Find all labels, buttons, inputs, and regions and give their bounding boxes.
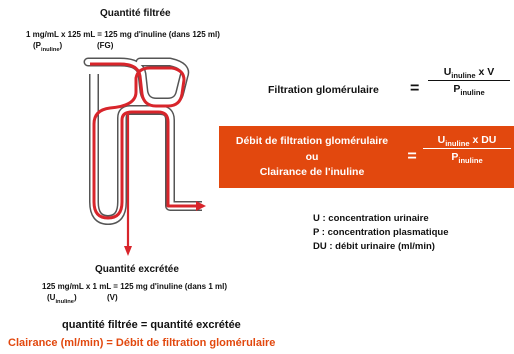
- p-inuline-label: (Pinuline): [33, 41, 63, 53]
- formula1-equals: =: [410, 80, 420, 97]
- nephron-diagram: [83, 57, 206, 256]
- formula2-equals: =: [405, 126, 419, 188]
- excreted-quantity-title: Quantité excrétée: [95, 264, 179, 275]
- u-inuline-label: (Uinuline): [47, 293, 77, 305]
- formula1-fraction: Uinuline x V Pinuline: [428, 66, 510, 97]
- formula2-denominator: Pinuline: [451, 151, 483, 165]
- summary-line2: Clairance (ml/min) = Débit de filtration…: [8, 337, 276, 349]
- formula2-numerator: Uinuline x DU: [423, 134, 511, 149]
- formula2-fraction-box: Uinuline x DU Pinuline: [419, 126, 514, 188]
- gfr-definition-box: Débit de filtration glomérulaire ou Clai…: [219, 126, 405, 188]
- gfr-line2: ou: [305, 150, 319, 163]
- tubule-inner: [85, 59, 188, 105]
- p-inuline-main: P: [35, 41, 42, 50]
- legend-du: DU : débit urinaire (ml/min): [313, 241, 435, 252]
- legend-u: U : concentration urinaire: [313, 213, 429, 224]
- formula1-denominator: Pinuline: [453, 83, 485, 97]
- flow-path: [90, 62, 198, 220]
- gfr-line3: Clairance de l'inuline: [259, 166, 365, 178]
- summary-line1: quantité filtrée = quantité excrétée: [62, 319, 241, 331]
- legend-p: P : concentration plasmatique: [313, 227, 449, 238]
- formula1-numerator: Uinuline x V: [428, 66, 510, 81]
- gfr-line1: Débit de filtration glomérulaire: [235, 135, 389, 147]
- u-inuline-main: U: [49, 293, 56, 302]
- flow-arrowhead-right: [196, 201, 206, 211]
- fg-label: (FG): [97, 41, 114, 50]
- filtered-quantity-title: Quantité filtrée: [100, 8, 171, 19]
- v-label: (V): [107, 293, 118, 302]
- filtered-quantity-equation: 1 mg/mL x 125 mL = 125 mg d'inuline (dan…: [26, 30, 220, 39]
- u-inuline-sub: inuline: [55, 299, 74, 305]
- formula2-fraction: Uinuline x DU Pinuline: [423, 134, 511, 165]
- formula1-label: Filtration glomérulaire: [268, 84, 379, 96]
- excreted-quantity-equation: 125 mg/mL x 1 mL = 125 mg d'inuline (dan…: [42, 282, 227, 291]
- collecting-duct-arrowhead: [124, 246, 132, 256]
- p-inuline-sub: inuline: [41, 47, 60, 53]
